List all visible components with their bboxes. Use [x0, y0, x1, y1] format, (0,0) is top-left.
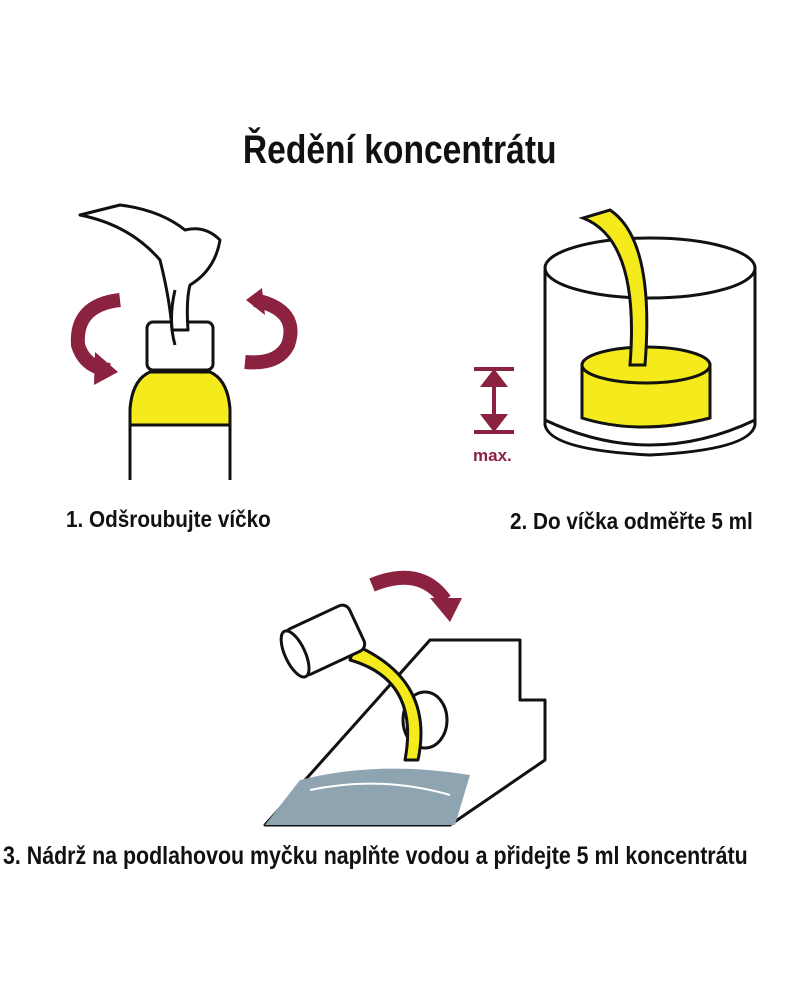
page-title: Ředění koncentrátu	[0, 128, 800, 173]
max-level-marker	[474, 367, 514, 434]
step2-cap-illustration	[474, 208, 757, 457]
cap-rim	[543, 236, 757, 300]
step2-caption: 2. Do víčka odměřte 5 ml	[510, 508, 753, 534]
pouring-stream	[578, 208, 649, 367]
step3-caption: 3. Nádrž na podlahovou myčku naplňte vod…	[3, 842, 748, 870]
poured-stream	[348, 643, 423, 762]
rotate-arrow-right	[244, 293, 298, 370]
tilted-cap	[279, 603, 367, 679]
tilt-arrow	[369, 570, 451, 605]
step1-caption: 1. Odšroubujte víčko	[66, 506, 271, 532]
tank-water	[265, 768, 470, 825]
page-title-text: Ředění koncentrátu	[243, 128, 557, 172]
max-label: max.	[473, 446, 512, 465]
bottle-concentrate	[128, 370, 232, 427]
hand	[78, 203, 222, 332]
step1-bottle-illustration	[70, 203, 298, 480]
step3-tank-illustration	[263, 570, 547, 827]
